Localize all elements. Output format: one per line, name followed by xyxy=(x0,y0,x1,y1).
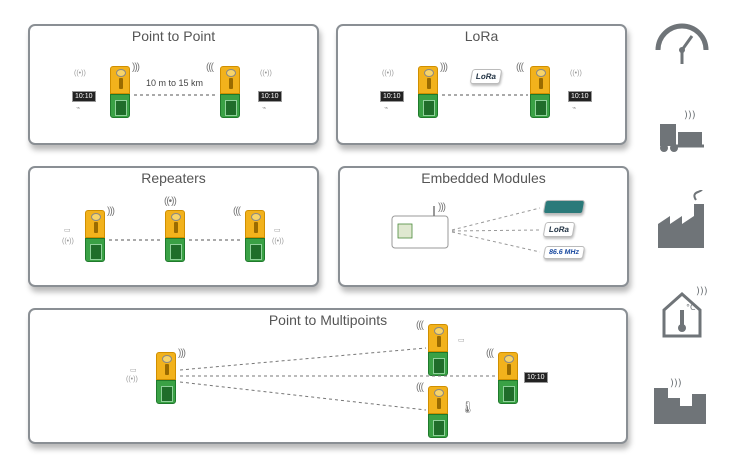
lcd-display: 10:10 xyxy=(380,91,404,102)
sensor-device xyxy=(418,66,438,118)
city-buildings-icon: ))) xyxy=(654,378,706,424)
radio-wave-icon: ((•)) xyxy=(382,70,394,77)
panel-title: Repeaters xyxy=(141,170,206,186)
lcd-display: 10:10 xyxy=(72,91,96,102)
radio-wave-icon: ((•)) xyxy=(126,376,138,383)
sensor-device xyxy=(498,352,518,404)
sensor-device xyxy=(85,210,105,262)
radio-wave-icon: ((•)) xyxy=(272,238,284,245)
panel-title: Embedded Modules xyxy=(421,170,546,186)
panel-point-to-multipoints: Point to Multipoints ))) ((( ((( ((( ▭ (… xyxy=(28,308,628,444)
forklift-icon: ))) xyxy=(660,110,704,152)
circuit-chip-icon xyxy=(397,223,413,239)
gauge-icon xyxy=(655,23,709,64)
link-lines xyxy=(179,347,496,411)
probe-icon: ⌁ xyxy=(384,105,389,112)
panel-point-to-point: Point to Point ))) ((( 10 m to 15 km ((•… xyxy=(28,24,319,145)
lcd-display: 10:10 xyxy=(524,372,548,383)
radio-wave-icon: ((•)) xyxy=(260,70,272,77)
link-lines xyxy=(442,94,528,96)
panel-lora: LoRa ))) ((( LoRa ((•)) 10:10 ⌁ ((•)) 10… xyxy=(336,24,627,145)
module-card xyxy=(542,200,586,214)
sensor-device xyxy=(156,352,176,404)
svg-text:))): ))) xyxy=(684,110,696,121)
thermometer-icon: 🌡 xyxy=(460,400,476,414)
wireless-signal-icon: ((( xyxy=(486,348,494,359)
wireless-signal-icon: ))) xyxy=(107,206,115,217)
sensor-device xyxy=(220,66,240,118)
display-icon: ▭ xyxy=(130,367,137,374)
wireless-signal-icon: ((( xyxy=(206,62,214,73)
link-lines xyxy=(109,239,243,241)
sensor-device xyxy=(428,324,448,376)
lcd-display: 10:10 xyxy=(258,91,282,102)
panel-title: Point to Multipoints xyxy=(268,312,388,328)
embedded-diagram xyxy=(391,206,541,253)
lcd-display: 10:10 xyxy=(568,91,592,102)
wireless-signal-icon: ((( xyxy=(233,206,241,217)
repeater-device xyxy=(165,210,185,262)
panel-title: Point to Point xyxy=(131,28,216,44)
sensor-device xyxy=(110,66,130,118)
module-card: 86.6 MHz xyxy=(542,246,586,259)
wireless-signal-icon: ((( xyxy=(416,382,424,393)
sensor-device xyxy=(530,66,550,118)
wireless-signal-icon: ))) xyxy=(440,62,448,73)
wireless-signal-icon: ((( xyxy=(416,320,424,331)
link-lines xyxy=(134,94,218,96)
sensor-device xyxy=(428,386,448,438)
probe-icon: ⌁ xyxy=(76,105,81,112)
radio-wave-icon: ((•)) xyxy=(62,238,74,245)
svg-text:))): ))) xyxy=(696,286,708,297)
wireless-signal-icon: ((•)) xyxy=(164,196,177,207)
probe-icon: ⌁ xyxy=(572,105,577,112)
factory-icon xyxy=(658,190,704,248)
wireless-signal-icon: ))) xyxy=(438,202,446,213)
radio-wave-icon: ((•)) xyxy=(74,70,86,77)
wireless-signal-icon: ))) xyxy=(178,348,186,359)
radio-wave-icon: ((•)) xyxy=(570,70,582,77)
svg-text:°C: °C xyxy=(686,303,696,312)
wireless-signal-icon: ))) xyxy=(132,62,140,73)
module-card: LoRa xyxy=(542,222,576,237)
display-icon: ▭ xyxy=(274,227,281,234)
sensor-device xyxy=(245,210,265,262)
svg-text:))): ))) xyxy=(670,378,682,389)
display-icon: ▭ xyxy=(64,227,71,234)
panel-embedded-modules: Embedded Modules ))) LoRa 86.6 MHz xyxy=(338,166,629,287)
panel-repeaters: Repeaters ))) ((•)) ((( ▭ ((•)) ▭ ((•)) xyxy=(28,166,319,287)
display-icon: ▭ xyxy=(458,337,465,344)
wireless-signal-icon: ((( xyxy=(516,62,524,73)
probe-icon: ⌁ xyxy=(262,105,267,112)
distance-label: 10 m to 15 km xyxy=(146,78,204,88)
panel-title: LoRa xyxy=(464,28,499,44)
house-temperature-icon: °C ))) xyxy=(662,286,708,338)
